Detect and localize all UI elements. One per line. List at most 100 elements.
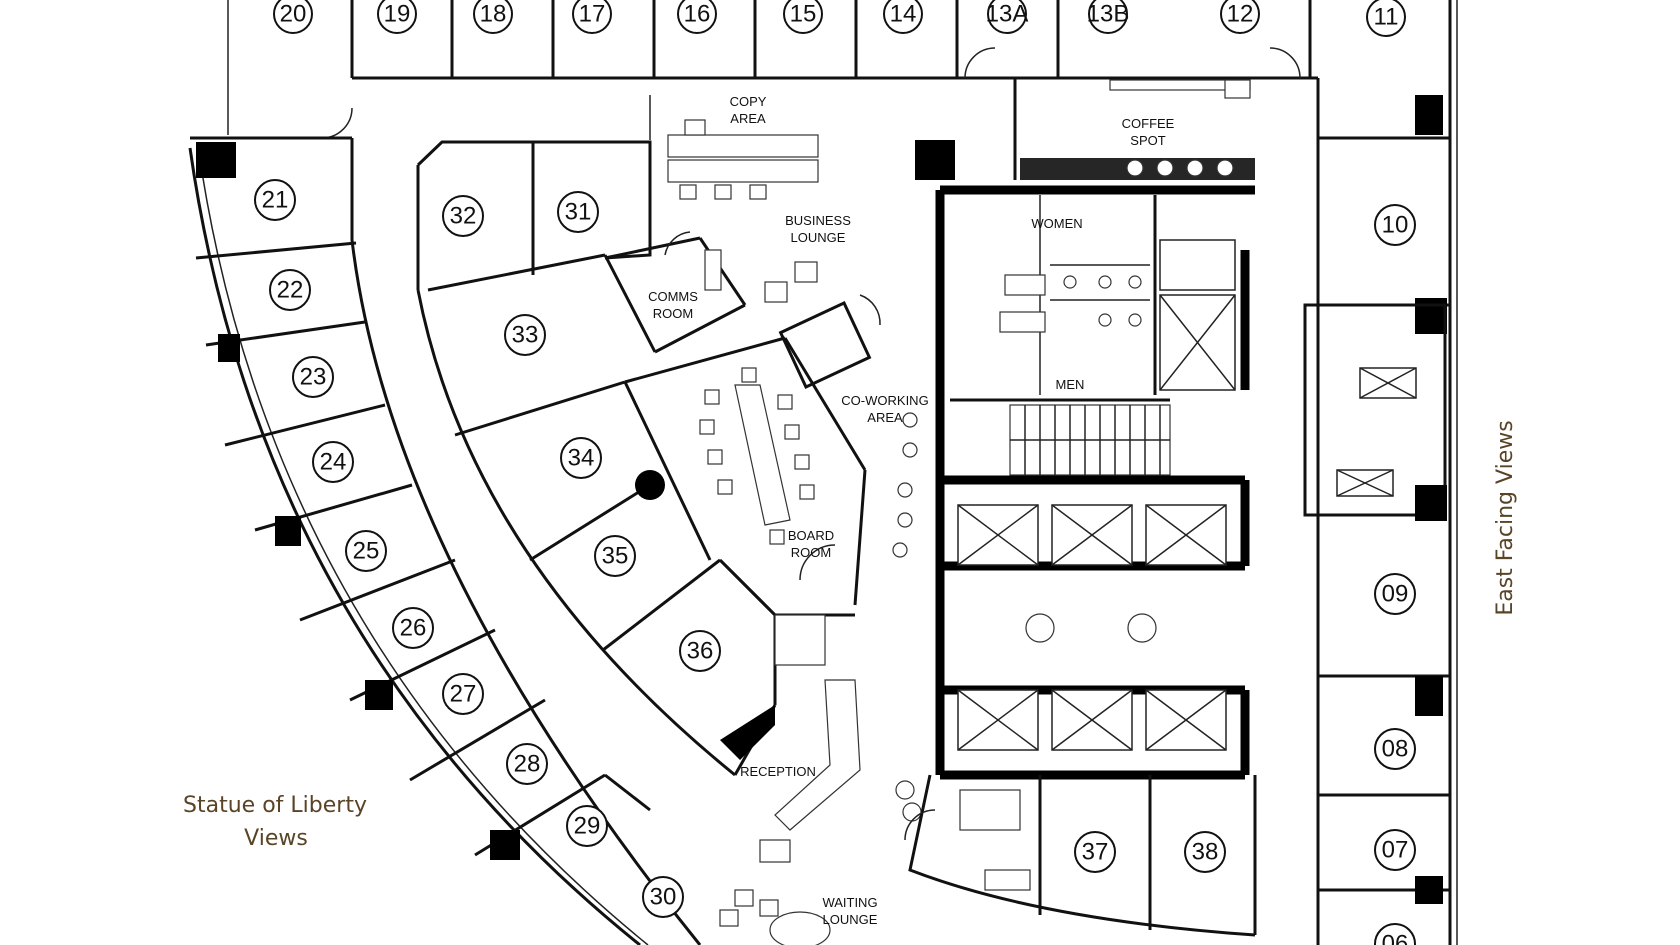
building-core <box>915 76 1255 780</box>
svg-text:38: 38 <box>1192 839 1219 866</box>
comms-room-label: COMMS <box>648 289 698 304</box>
inner-offices <box>416 140 777 777</box>
room-36: 36 <box>679 630 721 672</box>
reception-label: RECEPTION <box>740 764 816 779</box>
svg-text:11: 11 <box>1374 4 1399 31</box>
room-labels: 20 19 18 17 16 15 14 13A 13B 12 11 10 09… <box>254 0 1416 945</box>
svg-text:LOUNGE: LOUNGE <box>791 230 846 245</box>
room-11: 11 <box>1366 0 1406 37</box>
svg-text:09: 09 <box>1382 581 1409 608</box>
room-13b: 13B <box>1087 0 1130 34</box>
svg-text:12: 12 <box>1227 1 1254 28</box>
room-14: 14 <box>883 0 923 34</box>
svg-text:AREA: AREA <box>867 410 903 425</box>
svg-text:13B: 13B <box>1087 1 1130 28</box>
room-17: 17 <box>572 0 612 34</box>
waiting-lounge-label: WAITING <box>822 895 877 910</box>
women-label: WOMEN <box>1031 216 1082 231</box>
room-20: 20 <box>273 0 313 34</box>
statue-of-liberty-views-label: Statue of Liberty <box>183 793 367 818</box>
svg-text:ROOM: ROOM <box>791 545 831 560</box>
svg-text:13A: 13A <box>986 1 1029 28</box>
coffee-spot-label: COFFEE <box>1122 116 1175 131</box>
room-18: 18 <box>473 0 513 34</box>
copy-area <box>649 95 819 200</box>
svg-text:37: 37 <box>1082 839 1109 866</box>
board-room-label: BOARD <box>788 528 834 543</box>
reception-area <box>719 614 1257 945</box>
room-10: 10 <box>1374 204 1416 246</box>
outer-walls <box>188 0 1458 945</box>
copy-area-label: COPY <box>730 94 767 109</box>
svg-text:29: 29 <box>574 813 601 840</box>
svg-text:ROOM: ROOM <box>653 306 693 321</box>
svg-text:10: 10 <box>1382 212 1409 239</box>
room-26: 26 <box>392 607 434 649</box>
room-23: 23 <box>292 356 334 398</box>
svg-text:24: 24 <box>320 449 347 476</box>
room-30: 30 <box>642 876 684 918</box>
room-27: 27 <box>442 673 484 715</box>
svg-text:21: 21 <box>262 187 289 214</box>
room-28: 28 <box>506 743 548 785</box>
svg-text:27: 27 <box>450 681 477 708</box>
svg-text:23: 23 <box>300 364 327 391</box>
svg-text:26: 26 <box>400 615 427 642</box>
board-room-area <box>604 231 918 617</box>
stairs <box>1009 404 1171 476</box>
west-curved-offices <box>190 136 702 945</box>
room-09: 09 <box>1374 573 1416 615</box>
svg-text:08: 08 <box>1382 736 1409 763</box>
men-label: MEN <box>1056 377 1085 392</box>
svg-text:19: 19 <box>384 1 411 28</box>
svg-text:32: 32 <box>450 203 477 230</box>
room-38: 38 <box>1184 831 1226 873</box>
svg-text:16: 16 <box>684 1 711 28</box>
business-lounge-label: BUSINESS <box>785 213 851 228</box>
svg-text:06: 06 <box>1382 931 1409 945</box>
svg-text:Views: Views <box>244 826 308 851</box>
room-19: 19 <box>377 0 417 34</box>
svg-text:30: 30 <box>650 884 677 911</box>
svg-text:AREA: AREA <box>730 111 766 126</box>
room-13a: 13A <box>986 0 1029 34</box>
svg-text:07: 07 <box>1382 837 1409 864</box>
room-25: 25 <box>345 530 387 572</box>
room-22: 22 <box>269 269 311 311</box>
coworking-area-label: CO-WORKING <box>841 393 928 408</box>
svg-text:17: 17 <box>579 1 606 28</box>
svg-text:33: 33 <box>512 322 539 349</box>
svg-text:36: 36 <box>687 638 714 665</box>
svg-text:35: 35 <box>602 543 629 570</box>
svg-text:LOUNGE: LOUNGE <box>823 912 878 927</box>
svg-text:15: 15 <box>790 1 817 28</box>
room-12: 12 <box>1220 0 1260 34</box>
room-31: 31 <box>557 191 599 233</box>
room-24: 24 <box>312 441 354 483</box>
room-37: 37 <box>1074 831 1116 873</box>
area-labels: COPY AREA COFFEE SPOT BUSINESS LOUNGE CO… <box>648 94 1175 927</box>
svg-text:20: 20 <box>280 1 307 28</box>
elevators-lower <box>957 689 1227 751</box>
room-32: 32 <box>442 195 484 237</box>
svg-text:18: 18 <box>480 1 507 28</box>
svg-text:25: 25 <box>353 538 380 565</box>
room-34: 34 <box>560 437 602 479</box>
svg-text:SPOT: SPOT <box>1130 133 1165 148</box>
right-column-offices <box>1303 95 1450 945</box>
east-facing-views-label: East Facing Views <box>1493 420 1518 615</box>
room-15: 15 <box>783 0 823 34</box>
room-06: 06 <box>1374 923 1416 945</box>
room-16: 16 <box>677 0 717 34</box>
view-labels: Statue of Liberty Views East Facing View… <box>183 420 1518 851</box>
svg-text:28: 28 <box>514 751 541 778</box>
room-29: 29 <box>566 805 608 847</box>
svg-text:22: 22 <box>277 277 304 304</box>
room-21: 21 <box>254 179 296 221</box>
svg-text:34: 34 <box>568 445 595 472</box>
room-08: 08 <box>1374 728 1416 770</box>
elevators-upper <box>957 504 1227 566</box>
room-33: 33 <box>504 314 546 356</box>
room-35: 35 <box>594 535 636 577</box>
